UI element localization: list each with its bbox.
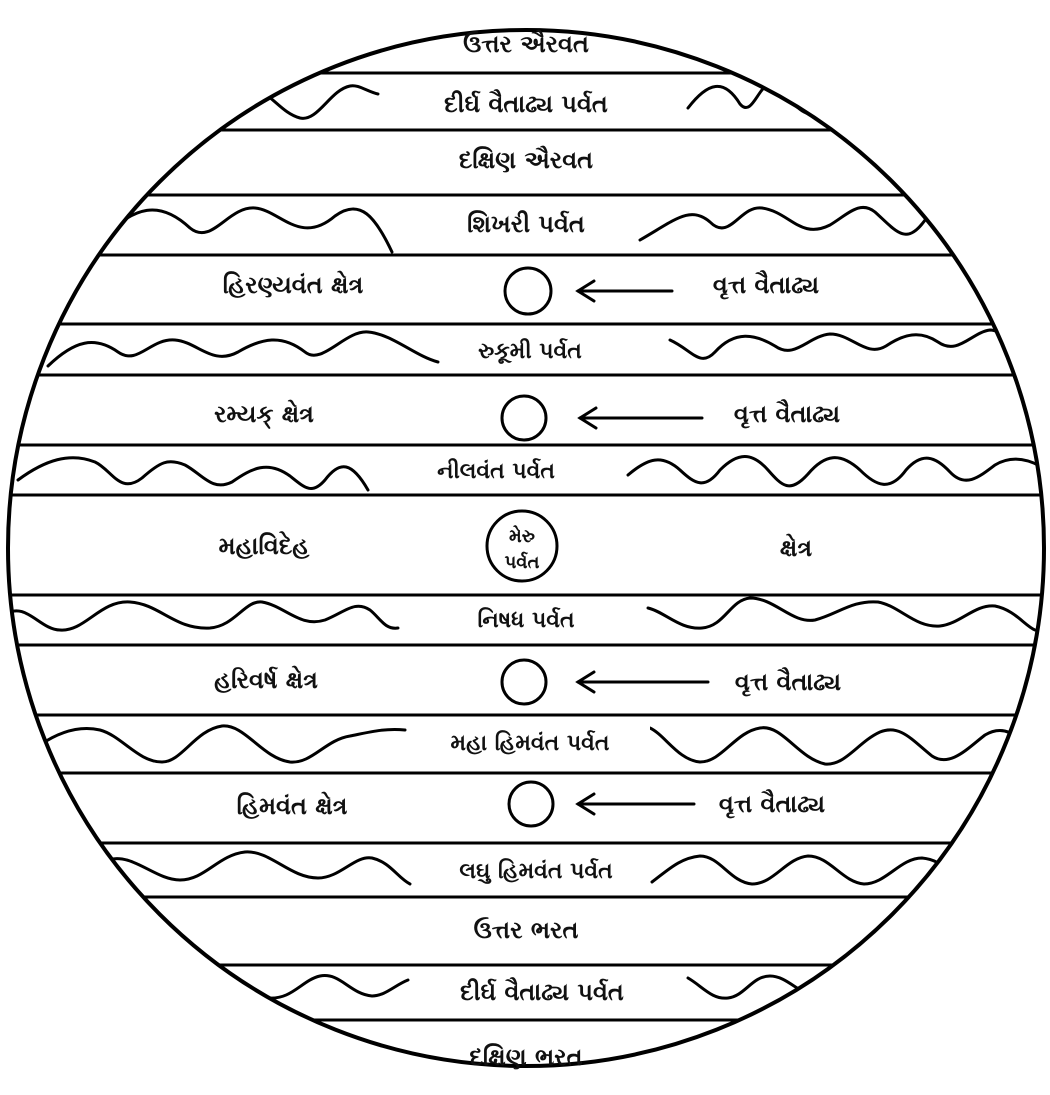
mountain-wave-left-8 (200, 976, 408, 999)
label-shikhari: શિખરી પર્વત (467, 210, 585, 238)
label-ramyak: રમ્યક્ ક્ષેત્ર (214, 399, 314, 430)
label-long-vaitadhya-1: દીર્ઘ વૈતાઢ્ય પર્વત (444, 89, 608, 118)
label-maha-himvant: મહા હિમવંત પર્વત (451, 730, 610, 756)
label-vritta-vaitadhya-4: વૃત્ત વૈતાઢ્ય (719, 789, 825, 820)
label-mahavideh: મહાવિદેહ (219, 530, 311, 560)
label-harivarsh: હરિવર્ષ ક્ષેત્ર (214, 665, 318, 694)
label-laghu-himvant: લઘુ હિમવંત પર્વત (459, 858, 613, 884)
label-north-bharat: ઉત્તર ભરત (474, 916, 579, 944)
label-north-airavat: ઉત્તર ઐરવત (463, 29, 589, 58)
mountain-wave-left-4 (18, 458, 368, 490)
label-kshetra: ક્ષેત્ર (780, 533, 812, 562)
mountain-wave-right-4 (628, 457, 1040, 486)
vritta-vaitadhya-circle-4 (509, 782, 553, 826)
vritta-vaitadhya-circle-1 (505, 268, 551, 314)
mountain-wave-left-3 (48, 332, 438, 366)
mountain-wave-right-2 (640, 207, 960, 240)
arrow-left-icon (578, 281, 672, 301)
vritta-vaitadhya-circle-2 (502, 396, 546, 440)
mountain-wave-left-7 (108, 852, 410, 884)
mountain-wave-left-2 (100, 208, 392, 252)
label-hiranyavant: હિરણ્યવંત ક્ષેત્ર (223, 270, 364, 299)
label-vritta-vaitadhya-2: વૃત્ત વૈતાઢ્ય (734, 399, 840, 430)
mountain-wave-left-5 (5, 602, 398, 630)
label-vritta-vaitadhya-3: વૃત્ત વૈતાઢ્ય (735, 667, 841, 698)
vritta-vaitadhya-circle-3 (502, 660, 546, 704)
label-meru-line2: પર્વત (505, 551, 540, 573)
label-nishadh: નિષધ પર્વત (477, 607, 575, 633)
label-meru-line1: મેરુ (509, 525, 535, 547)
arrow-left-icon (580, 408, 702, 428)
mountain-wave-right-1 (688, 84, 830, 113)
arrow-left-icon (578, 672, 708, 692)
label-long-vaitadhya-2: દીર્ઘ વૈતાઢ્ય પર્વત (460, 977, 624, 1006)
label-south-bharat: દક્ષિણ ભરત (469, 1043, 582, 1071)
arrow-left-icon (578, 794, 694, 814)
label-south-airavat: દક્ષિણ ઐરવત (459, 145, 593, 174)
label-vritta-vaitadhya-1: વૃત્ત વૈતાઢ્ય (713, 270, 819, 301)
mountain-wave-right-3 (670, 330, 1030, 365)
label-himvant: હિમવંત ક્ષેત્ર (237, 791, 348, 820)
mountain-wave-right-5 (648, 598, 1035, 630)
label-rukmi: રુકૂમી પર્વત (478, 338, 582, 364)
label-nilvant: નીલવંત પર્વત (437, 458, 555, 484)
mountain-wave-right-8 (688, 976, 852, 998)
mountain-wave-right-6 (650, 728, 1020, 764)
mountain-wave-left-6 (40, 726, 405, 762)
